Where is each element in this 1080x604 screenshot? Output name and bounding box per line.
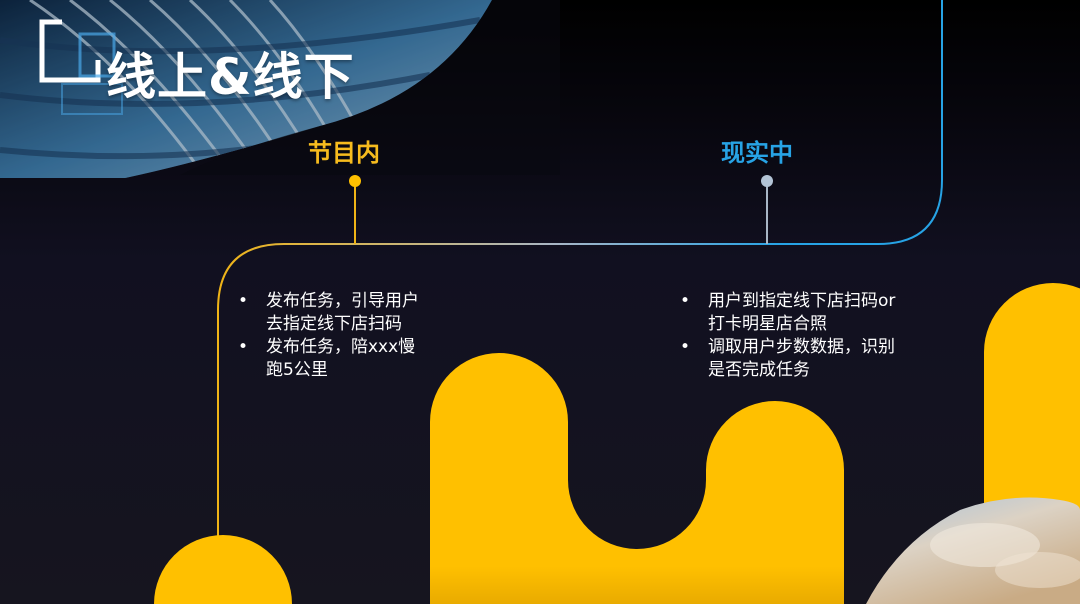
page-title: 线上&线下 xyxy=(106,48,355,106)
offline-bullet-item: 用户到指定线下店扫码or打卡明星店合照 xyxy=(678,290,908,336)
online-bullet-item: 发布任务，引导用户去指定线下店扫码 xyxy=(236,290,421,336)
offline-bullet-list: 用户到指定线下店扫码or打卡明星店合照 调取用户步数数据，识别是否完成任务 xyxy=(678,290,908,382)
yellow-half-circle xyxy=(154,535,292,604)
cloud-photo xyxy=(866,497,1080,604)
online-marker-dot xyxy=(349,175,361,187)
online-label: 节目内 xyxy=(308,139,380,167)
online-bullet-list: 发布任务，引导用户去指定线下店扫码 发布任务，陪xxx慢跑5公里 xyxy=(236,290,421,382)
offline-marker-dot xyxy=(761,175,773,187)
bracket-icon xyxy=(39,19,123,115)
offline-bullet-item: 调取用户步数数据，识别是否完成任务 xyxy=(678,336,908,382)
online-bullet-item: 发布任务，陪xxx慢跑5公里 xyxy=(236,336,421,382)
offline-label: 现实中 xyxy=(721,139,793,167)
yellow-wave-shape xyxy=(430,353,844,604)
